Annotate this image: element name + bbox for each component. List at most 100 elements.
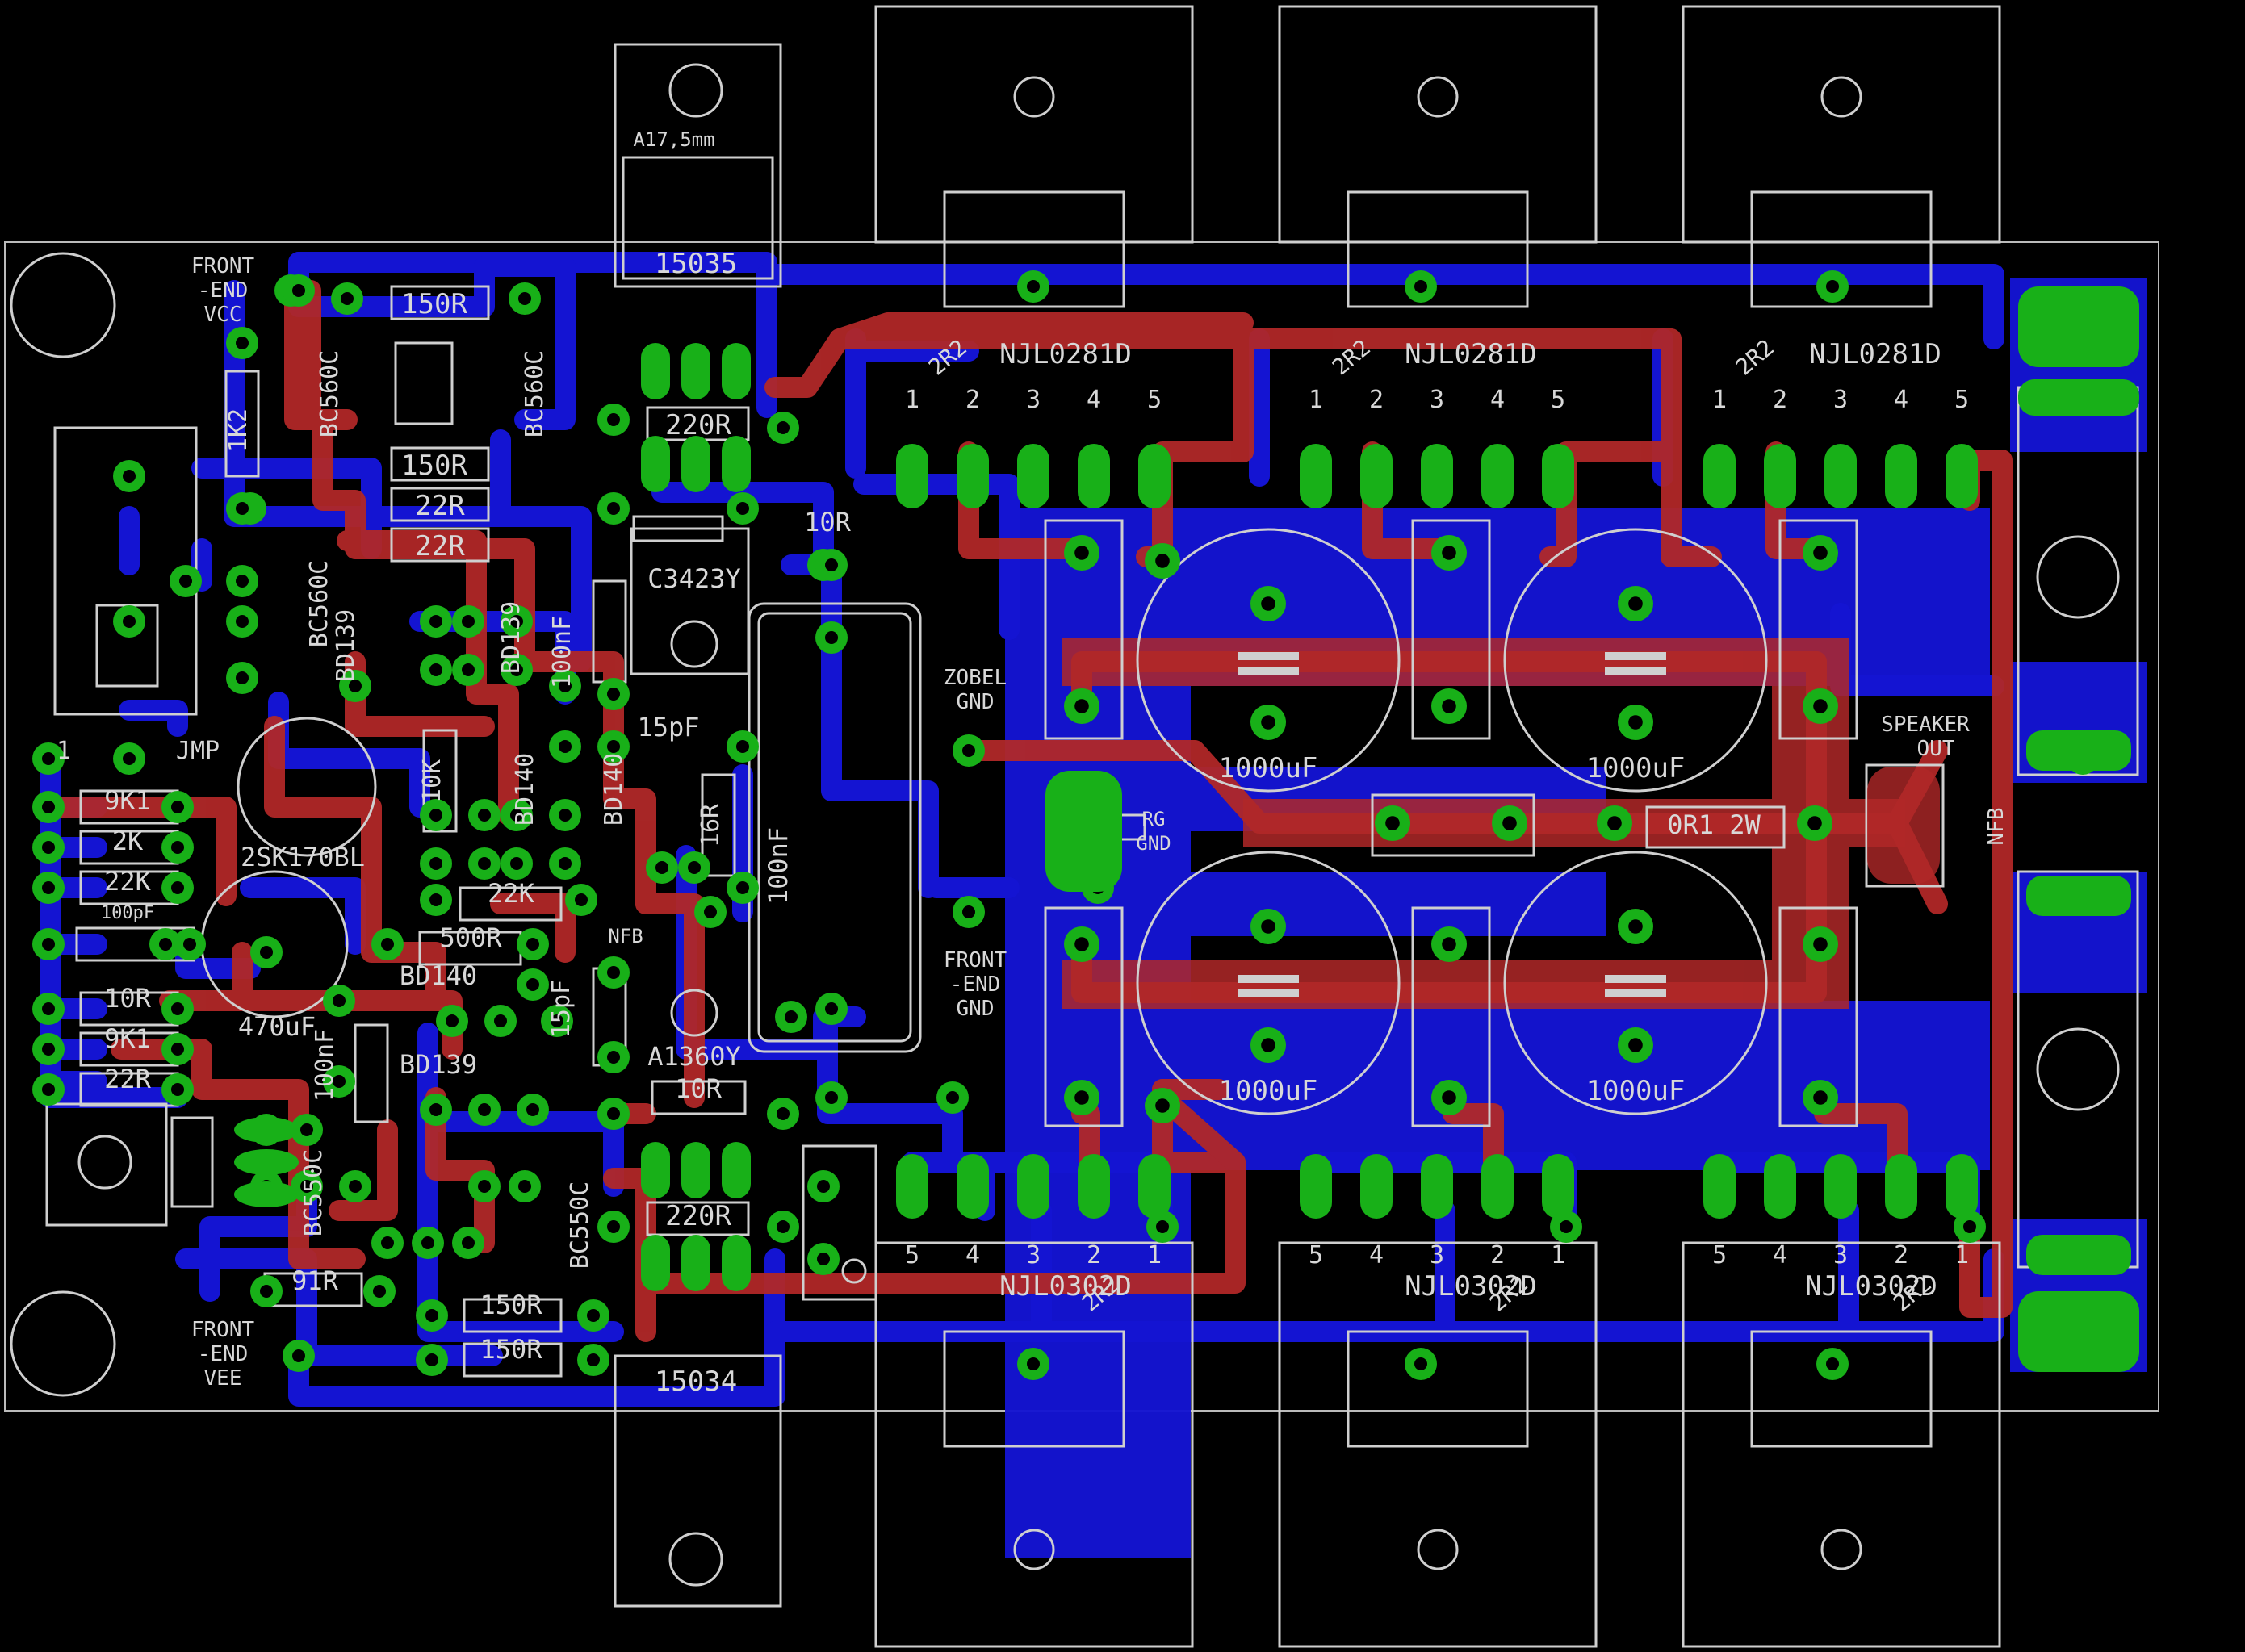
oval-pad <box>1764 1154 1796 1219</box>
drill-hole <box>607 1107 620 1120</box>
label-njl0281d-3: NJL0281D <box>1809 338 1941 370</box>
drill-hole <box>446 1014 459 1027</box>
drill-hole <box>123 470 136 483</box>
drill-hole <box>1261 596 1275 611</box>
drill-hole <box>1074 546 1089 560</box>
drill-hole <box>607 688 620 701</box>
pin-label-bottom: 4 <box>1773 1241 1787 1269</box>
oval-pad <box>234 1181 299 1207</box>
drill-hole <box>607 1051 620 1064</box>
oval-pad <box>957 444 989 508</box>
drill-hole <box>42 801 55 813</box>
label-njl0281d-2: NJL0281D <box>1405 338 1537 370</box>
drill-hole <box>341 292 354 305</box>
oval-pad <box>1138 1154 1171 1219</box>
label-r22k-b: 22K <box>488 878 535 909</box>
oval-pad <box>641 1235 670 1291</box>
drill-hole <box>946 1091 959 1104</box>
label-r150-b: 150R <box>401 450 467 482</box>
label-fe-vee-3: VEE <box>204 1366 242 1391</box>
label-r1k2: 1K2 <box>224 408 253 452</box>
drill-hole <box>575 893 588 906</box>
oval-pad <box>1421 1154 1453 1219</box>
drill-hole <box>123 615 136 628</box>
drill-hole <box>373 1285 386 1298</box>
drill-hole <box>1560 1220 1573 1233</box>
drill-hole <box>1813 546 1828 560</box>
drill-hole <box>777 421 790 434</box>
drill-hole <box>478 1180 491 1193</box>
oval-pad <box>1703 444 1736 508</box>
drill-hole <box>825 1091 838 1104</box>
oval-pad <box>896 1154 928 1219</box>
label-r9k1-a: 9K1 <box>104 785 151 816</box>
oval-pad <box>1885 1154 1917 1219</box>
drill-hole <box>42 1083 55 1096</box>
label-bd140-c: BD140 <box>400 960 477 991</box>
drill-hole <box>526 938 539 951</box>
drill-hole <box>42 938 55 951</box>
oval-pad <box>1360 1154 1393 1219</box>
label-r91r: 91R <box>291 1265 339 1296</box>
oval-pad <box>1078 1154 1110 1219</box>
drill-hole <box>510 809 523 822</box>
drill-hole <box>559 740 572 753</box>
label-t15035: 15035 <box>655 248 737 280</box>
label-bd140-b: BD140 <box>600 753 628 826</box>
label-c100nf-b: 100nF <box>763 827 794 905</box>
drill-hole <box>1074 937 1089 951</box>
drill-hole <box>607 413 620 426</box>
oval-pad <box>1542 1154 1574 1219</box>
label-sk170: 2SK170BL <box>241 842 365 872</box>
label-njl0281d-1: NJL0281D <box>999 338 1132 370</box>
drill-hole <box>587 1353 600 1366</box>
drill-hole <box>785 1010 798 1023</box>
oval-pad <box>722 436 751 492</box>
drill-hole <box>510 615 523 628</box>
label-c15pf-b: 15pF <box>547 980 576 1038</box>
oval-pad <box>234 1117 299 1143</box>
label-r2k: 2K <box>112 826 144 856</box>
drill-hole <box>159 938 172 951</box>
label-t15034: 15034 <box>655 1366 737 1398</box>
drill-hole <box>381 1236 394 1249</box>
drill-hole <box>825 1002 838 1015</box>
drill-hole <box>260 946 273 959</box>
label-r0r1: 0R1 2W <box>1667 809 1761 840</box>
drill-hole <box>1027 1357 1040 1370</box>
drill-hole <box>518 1180 531 1193</box>
oval-pad <box>1421 444 1453 508</box>
drill-hole <box>1385 816 1400 830</box>
drill-hole <box>1826 280 1839 293</box>
oval-pad <box>1824 1154 1857 1219</box>
drill-hole <box>1155 554 1170 568</box>
drill-hole <box>429 893 442 906</box>
oval-pad <box>1946 444 1978 508</box>
drill-hole <box>1813 699 1828 713</box>
oval-pad <box>722 1142 751 1198</box>
pin-label-bottom: 2 <box>1490 1241 1505 1269</box>
oval-pad <box>681 1235 710 1291</box>
drill-hole <box>736 502 749 515</box>
drill-hole <box>559 680 572 692</box>
drill-hole <box>1414 1357 1427 1370</box>
drill-hole <box>607 1220 620 1233</box>
drill-hole <box>1155 1098 1170 1113</box>
drill-hole <box>236 615 249 628</box>
oval-pad <box>1300 1154 1332 1219</box>
drill-hole <box>825 631 838 644</box>
label-fe-gnd-2: -END <box>950 972 1001 997</box>
drill-hole <box>421 1236 434 1249</box>
label-r10k: 10K <box>418 759 446 803</box>
label-bd139-b: BD139 <box>497 601 526 674</box>
drill-hole <box>1414 280 1427 293</box>
drill-hole <box>171 801 184 813</box>
drill-hole <box>42 881 55 894</box>
drill-hole <box>1628 596 1643 611</box>
drill-hole <box>183 938 196 951</box>
oval-pad <box>641 343 670 399</box>
drill-hole <box>171 881 184 894</box>
oval-pad <box>1481 1154 1514 1219</box>
label-c100nf-a: 100nF <box>548 616 576 688</box>
